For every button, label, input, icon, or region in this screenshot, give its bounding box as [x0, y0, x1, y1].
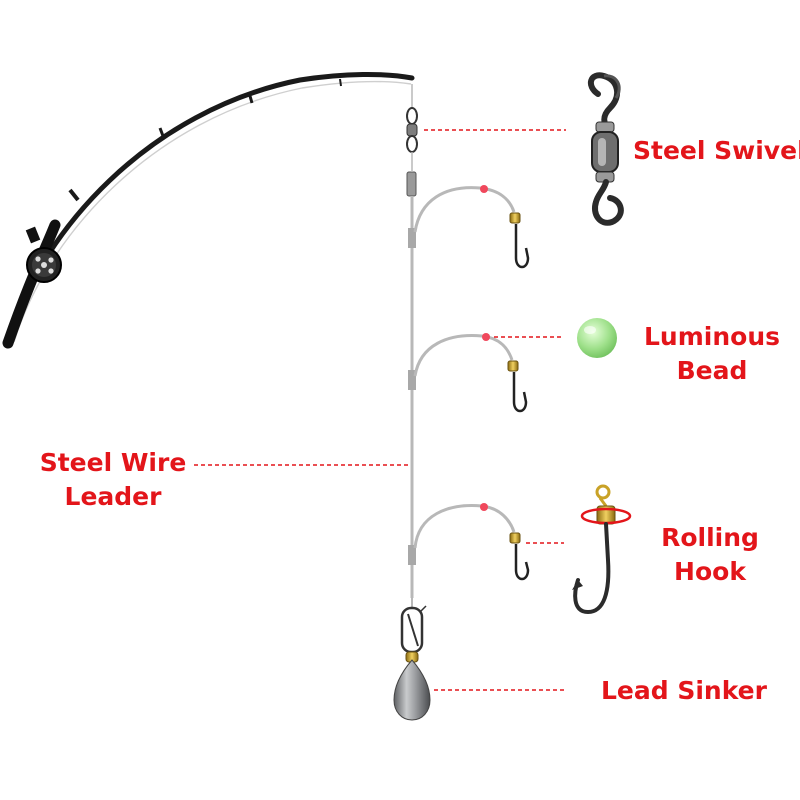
label-steel-swivel-text: Steel Swivel	[633, 136, 800, 165]
branch-2	[413, 333, 528, 413]
hook-icon	[572, 484, 632, 615]
bead-icon	[577, 318, 617, 358]
label-steel-wire-line1: Steel Wire	[39, 448, 187, 477]
label-rolling-hook-line2: Hook	[674, 557, 746, 586]
label-steel-wire-line2: Leader	[64, 482, 162, 511]
leader-lines	[194, 129, 566, 691]
rig-swivel-small	[406, 84, 418, 197]
branch-3	[413, 503, 530, 581]
label-steel-wire-leader: Steel Wire Leader	[38, 446, 188, 514]
label-rolling-hook-line1: Rolling	[661, 523, 759, 552]
fishing-rod-icon	[2, 71, 415, 349]
snap-icon	[400, 598, 427, 663]
reel-icon	[26, 247, 62, 283]
branch-1	[413, 185, 530, 269]
label-rolling-hook: Rolling Hook	[652, 521, 768, 589]
label-luminous-bead-line2: Bead	[676, 356, 748, 385]
label-luminous-bead: Luminous Bead	[644, 320, 780, 388]
swivel-icon	[587, 72, 624, 226]
label-steel-swivel: Steel Swivel	[633, 134, 800, 168]
label-luminous-bead-line1: Luminous	[644, 322, 780, 351]
sinker-icon	[393, 659, 431, 721]
label-lead-sinker-text: Lead Sinker	[601, 676, 767, 705]
label-lead-sinker: Lead Sinker	[601, 674, 767, 708]
